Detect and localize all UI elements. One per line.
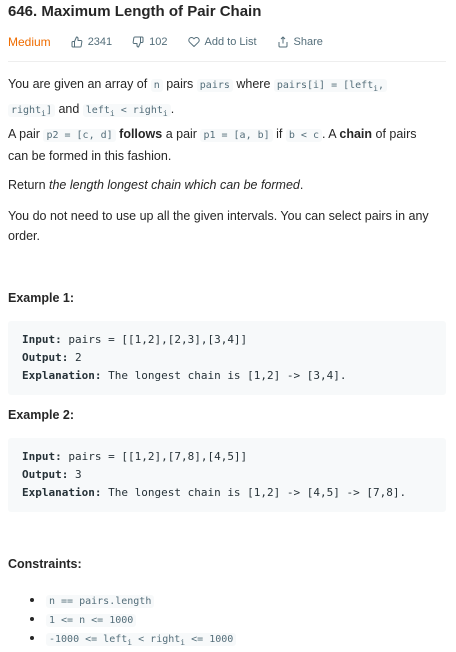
header-divider — [8, 61, 446, 62]
example-1-input: Input: pairs = [[1,2],[2,3],[3,4]] — [22, 333, 248, 346]
example-1-block: Input: pairs = [[1,2],[2,3],[3,4]] Outpu… — [8, 321, 446, 395]
description-paragraph-2: A pair p2 = [c, d] follows a pair p1 = [… — [8, 127, 417, 163]
example-2-input: Input: pairs = [[1,2],[7,8],[4,5]] — [22, 450, 248, 463]
constraint-item: n == pairs.length — [24, 590, 236, 609]
constraints-list: n == pairs.length 1 <= n <= 1000 -1000 <… — [24, 590, 237, 647]
heart-icon — [187, 36, 200, 47]
problem-meta-bar: Medium 2341 102 Add to List Share — [8, 33, 343, 51]
like-button[interactable]: 2341 — [71, 36, 112, 48]
description-paragraph-4: You do not need to use up all the given … — [8, 209, 429, 243]
share-label: Share — [293, 36, 323, 48]
thumbs-down-icon — [132, 36, 144, 48]
dislike-button[interactable]: 102 — [132, 36, 168, 48]
dislike-count: 102 — [149, 36, 168, 48]
example-1-explanation: Explanation: The longest chain is [1,2] … — [22, 369, 347, 382]
add-to-list-button[interactable]: Add to List — [187, 36, 257, 48]
share-icon — [278, 36, 288, 48]
share-button[interactable]: Share — [277, 36, 323, 48]
description-paragraph-1: You are given an array of n pairs pairs … — [8, 74, 438, 124]
thumbs-up-icon — [71, 36, 83, 48]
example-1-output: Output: 2 — [22, 351, 82, 364]
example-2-output: Output: 3 — [22, 468, 82, 481]
example-2-block: Input: pairs = [[1,2],[7,8],[4,5]] Outpu… — [8, 438, 446, 512]
like-count: 2341 — [87, 36, 113, 48]
constraint-item: 1 <= n <= 1000 — [24, 609, 236, 628]
example-1-heading: Example 1: — [8, 291, 75, 305]
problem-title: 646. Maximum Length of Pair Chain — [8, 3, 262, 20]
add-to-list-label: Add to List — [204, 36, 257, 48]
constraints-heading: Constraints: — [8, 557, 82, 571]
example-2-explanation: Explanation: The longest chain is [1,2] … — [22, 486, 407, 499]
description-paragraph-3: Return the length longest chain which ca… — [8, 178, 304, 192]
constraint-item: -1000 <= lefti < righti <= 1000 — [24, 628, 237, 647]
difficulty-badge: Medium — [8, 35, 51, 49]
example-2-heading: Example 2: — [8, 408, 75, 422]
